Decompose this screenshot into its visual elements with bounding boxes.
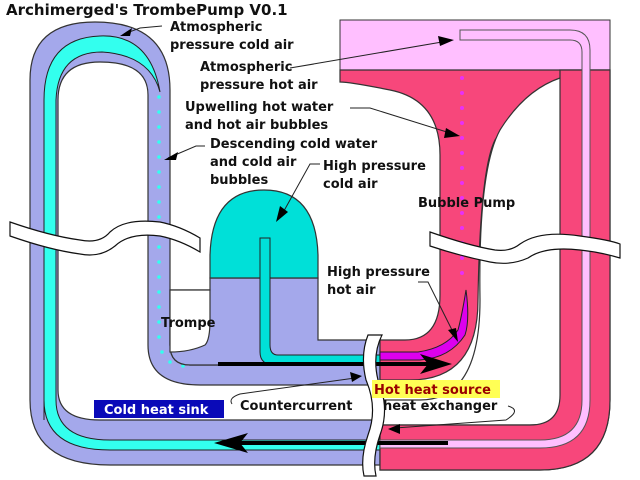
hot-air-bubbles-upwelling <box>460 76 464 275</box>
diagram-title: Archimerged's TrombePump V0.1 <box>6 1 288 19</box>
svg-text:and cold air: and cold air <box>210 155 297 170</box>
cold-air-tube-left <box>43 35 381 451</box>
label-trompe: Trompe <box>161 316 216 331</box>
svg-text:cold air: cold air <box>323 177 378 192</box>
svg-text:bubbles: bubbles <box>210 173 268 188</box>
svg-text:Upwelling hot water: Upwelling hot water <box>185 100 334 115</box>
label-hp-cold-air: High pressure cold air <box>323 159 426 192</box>
svg-text:Descending cold water: Descending cold water <box>210 137 378 152</box>
label-heat-exchanger: heat exchanger <box>383 399 498 414</box>
svg-text:High pressure: High pressure <box>323 159 426 174</box>
label-hot-source: Hot heat source <box>374 383 491 398</box>
label-bubble-pump: Bubble Pump <box>418 196 515 211</box>
svg-text:High pressure: High pressure <box>327 265 430 280</box>
hot-source-badge <box>372 380 500 398</box>
flow-arrow-left <box>214 433 448 453</box>
svg-text:and hot air bubbles: and hot air bubbles <box>185 118 328 133</box>
label-upwelling: Upwelling hot water and hot air bubbles <box>185 100 334 133</box>
label-cold-sink: Cold heat sink <box>104 403 209 418</box>
svg-text:Atmospheric: Atmospheric <box>170 20 262 35</box>
leader-lines <box>120 25 515 434</box>
label-countercurrent: Countercurrent <box>240 399 353 414</box>
cold-sink-badge <box>94 400 224 418</box>
break-mark-right <box>429 231 621 264</box>
label-descending: Descending cold water and cold air bubbl… <box>210 137 378 188</box>
break-mark-left <box>9 220 201 256</box>
svg-text:pressure hot air: pressure hot air <box>200 78 318 93</box>
trompe-inner-hole <box>169 289 211 353</box>
label-atm-hot-air: Atmospheric pressure hot air <box>200 60 318 93</box>
svg-text:pressure cold air: pressure cold air <box>170 38 294 53</box>
hot-air-reservoir <box>339 19 611 71</box>
flow-arrow-right <box>218 354 452 374</box>
svg-text:hot air: hot air <box>327 283 376 298</box>
break-mark-vertical <box>362 334 386 477</box>
label-hp-hot-air: High pressure hot air <box>327 265 430 298</box>
compressed-cold-air-dome <box>209 189 319 279</box>
svg-text:Atmospheric: Atmospheric <box>200 60 292 75</box>
hp-hot-air-injector <box>379 289 469 361</box>
label-atm-cold-air: Atmospheric pressure cold air <box>170 20 294 53</box>
